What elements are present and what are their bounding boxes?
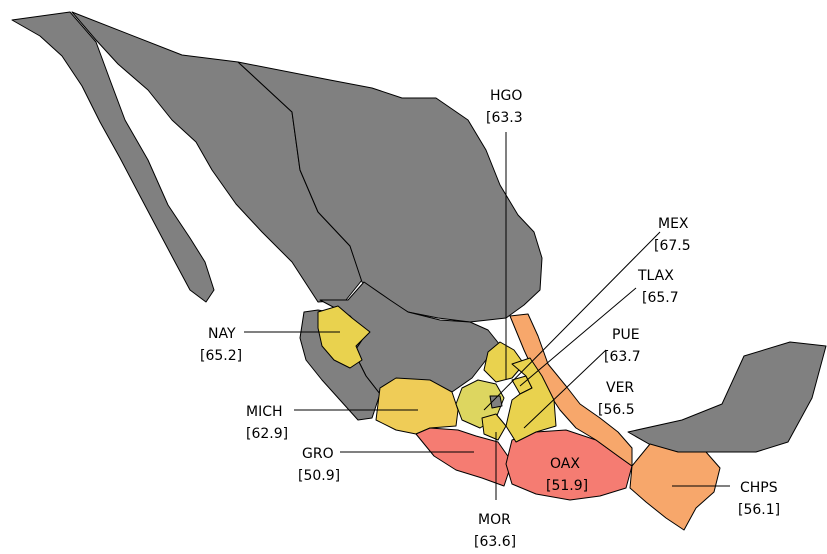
state-hgo <box>483 341 525 383</box>
label-chps-name: CHPS <box>740 480 778 496</box>
region-baja-california <box>11 11 215 303</box>
label-tlax-name: TLAX <box>637 268 674 284</box>
region-yucatan <box>627 341 827 453</box>
label-ver-value: [56.5 <box>598 402 635 418</box>
label-oax-value: [51.9] <box>546 478 588 494</box>
label-pue-value: [63.7 <box>604 349 641 365</box>
state-mor <box>481 413 507 441</box>
labels: HGO [63.3 MEX [67.5 TLAX [65.7 PUE [63.7… <box>200 88 780 550</box>
leader-tlax <box>519 287 637 387</box>
label-pue-name: PUE <box>612 327 640 343</box>
state-mich <box>375 377 459 435</box>
label-oax-name: OAX <box>550 456 580 472</box>
leader-mex <box>483 231 661 411</box>
label-mor-value: [63.6] <box>474 534 516 550</box>
state-oax <box>505 429 633 501</box>
label-hgo-name: HGO <box>490 88 522 104</box>
label-gro-value: [50.9] <box>298 468 340 484</box>
state-nay <box>317 305 371 369</box>
leader-pue <box>523 349 607 429</box>
label-nay-name: NAY <box>208 326 236 342</box>
label-mor-name: MOR <box>478 512 511 528</box>
label-mich-name: MICH <box>246 404 283 420</box>
state-pue <box>505 357 557 443</box>
label-chps-value: [56.1] <box>738 502 780 518</box>
label-nay-value: [65.2] <box>200 348 242 364</box>
label-ver-name: VER <box>606 380 634 396</box>
leader-lines <box>244 132 730 500</box>
label-tlax-value: [65.7 <box>642 290 679 306</box>
label-mich-value: [62.9] <box>246 426 288 442</box>
label-hgo-value: [63.3 <box>486 110 523 126</box>
region-north-central <box>237 61 543 323</box>
label-gro-name: GRO <box>302 446 334 462</box>
region-cdmx <box>489 395 503 409</box>
highlighted-states <box>317 305 721 531</box>
label-mex-value: [67.5 <box>654 238 691 254</box>
state-chps <box>629 443 721 531</box>
label-mex-name: MEX <box>658 216 689 232</box>
